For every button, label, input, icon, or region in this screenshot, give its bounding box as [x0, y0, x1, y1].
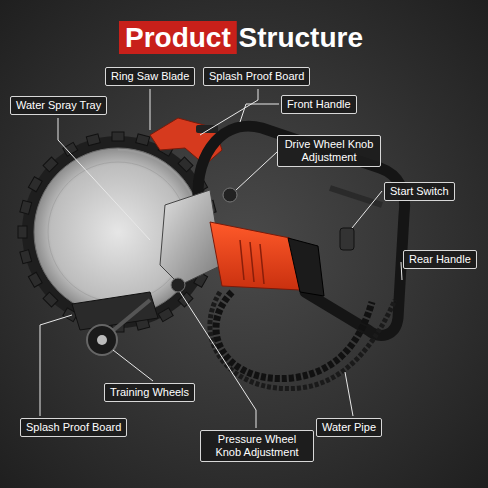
leader-lines — [40, 89, 402, 428]
part-label: Rear Handle — [403, 250, 477, 269]
part-label: Front Handle — [281, 95, 357, 114]
pressure-knob — [171, 278, 185, 292]
power-cord — [210, 292, 395, 389]
motor-cap — [288, 238, 324, 296]
start-switch-symbol — [340, 228, 354, 250]
training-wheel — [87, 325, 117, 355]
part-label: Pressure Wheel Knob Adjustment — [200, 430, 314, 462]
part-label: Drive Wheel Knob Adjustment — [277, 135, 381, 167]
part-label: Water Pipe — [316, 418, 382, 437]
wheel-hub — [97, 335, 107, 345]
part-label: Splash Proof Board — [20, 418, 127, 437]
motor-vents — [240, 240, 264, 284]
bottom-splash-board — [72, 292, 158, 330]
part-label: Start Switch — [384, 182, 455, 201]
title: Product Structure — [125, 22, 363, 53]
title-row: Product Structure — [0, 22, 488, 54]
drive-knob — [223, 188, 237, 202]
part-label: Water Spray Tray — [10, 96, 107, 115]
motor-body — [210, 222, 300, 290]
part-label: Splash Proof Board — [203, 67, 310, 86]
handle-grip — [330, 188, 382, 205]
part-label: Training Wheels — [104, 383, 195, 402]
part-label: Ring Saw Blade — [105, 67, 195, 86]
